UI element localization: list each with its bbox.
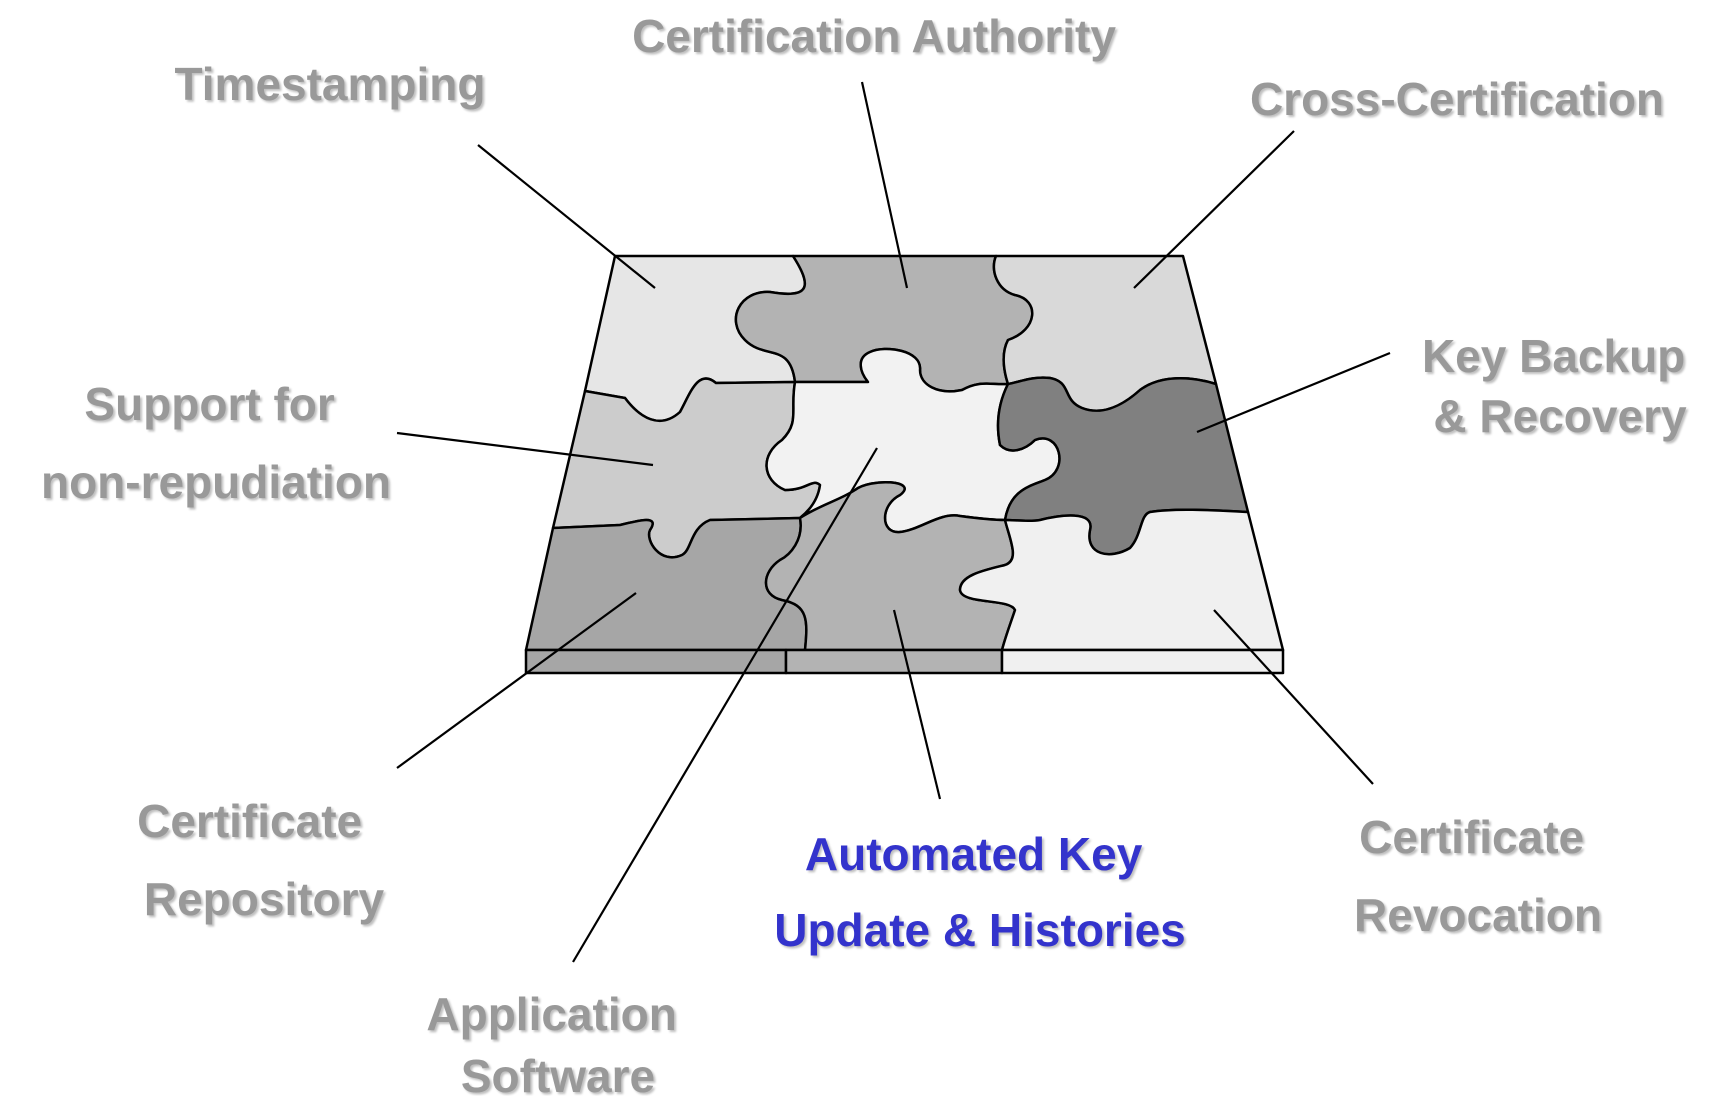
leader-automated-key: [892, 609, 942, 800]
leader-revocation: [1213, 609, 1374, 785]
leader-lines: [396, 81, 1391, 963]
label-timestamping: Timestamping: [175, 58, 486, 110]
leader-repository: [396, 592, 637, 769]
labels: Timestamping Certification Authority Cro…: [41, 10, 1698, 1096]
edge-mid: [784, 648, 1004, 675]
leader-timestamping: [477, 144, 656, 289]
label-key-backup: Key Backup & Recovery: [1422, 330, 1698, 442]
leader-certification-authority: [860, 81, 909, 289]
leader-cross-certification: [1133, 130, 1295, 289]
label-revocation: Certificate Revocation: [1354, 811, 1602, 941]
puzzle-board: [524, 254, 1285, 675]
label-application: Application Software: [426, 988, 689, 1096]
piece-revocation: [958, 508, 1285, 652]
label-non-repudiation: Support for non-repudiation: [41, 378, 391, 508]
leader-key-backup: [1196, 351, 1391, 434]
label-repository: Certificate Repository: [137, 795, 384, 925]
label-certification-authority: Certification Authority: [632, 10, 1116, 62]
leader-application: [572, 447, 878, 963]
label-automated-key: Automated Key Update & Histories: [774, 828, 1186, 956]
edge-right: [1000, 648, 1285, 675]
leader-non-repudiation: [396, 431, 654, 467]
label-cross-certification: Cross-Certification: [1250, 73, 1664, 125]
